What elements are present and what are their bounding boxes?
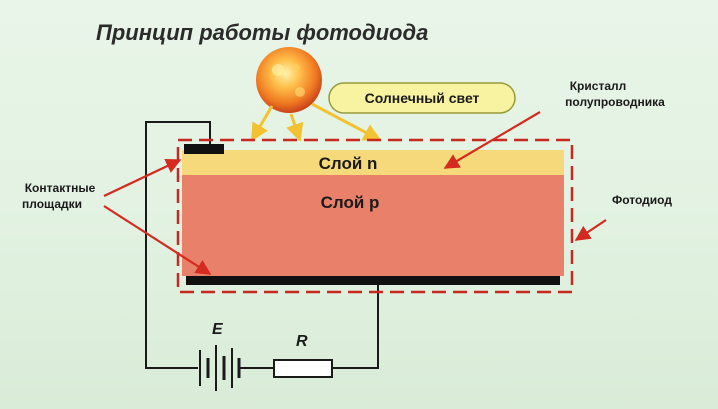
battery-label: E (212, 321, 224, 338)
contacts-arrow-bottom (103, 205, 212, 275)
layer-p-label: Слой p (321, 193, 380, 212)
sun-icon (256, 47, 322, 113)
resistor-icon (273, 359, 333, 378)
crystal-label-line2: полупроводника (565, 95, 665, 109)
bottom-contact-pad (186, 276, 560, 285)
sun-ray-left (250, 105, 274, 142)
photodiode-arrow (574, 219, 607, 241)
crystal-arrow (443, 111, 541, 169)
contacts-label-line1: Контактные (25, 181, 96, 195)
layer-n-label: Слой n (319, 154, 378, 173)
sunlight-label: Солнечный свет (365, 90, 480, 106)
sun-ray-right (311, 102, 382, 142)
layer-n (182, 150, 564, 175)
layer-p (182, 175, 564, 276)
battery-icon (199, 345, 241, 391)
circuit-wire-left (145, 121, 211, 369)
contacts-arrow-top (103, 158, 182, 197)
sunlight-badge: Солнечный свет (328, 82, 516, 114)
diagram-title: Принцип работы фотодиода (96, 20, 428, 45)
sun-ray-middle (286, 113, 304, 142)
photodiode-border (176, 138, 574, 294)
resistor-label: R (296, 333, 308, 350)
photodiode-label: Фотодиод (612, 193, 672, 207)
circuit-wire-right (332, 282, 379, 369)
contacts-label-line2: площадки (22, 197, 82, 211)
crystal-label-line1: Кристалл (570, 79, 627, 93)
top-contact-pad (184, 144, 224, 154)
